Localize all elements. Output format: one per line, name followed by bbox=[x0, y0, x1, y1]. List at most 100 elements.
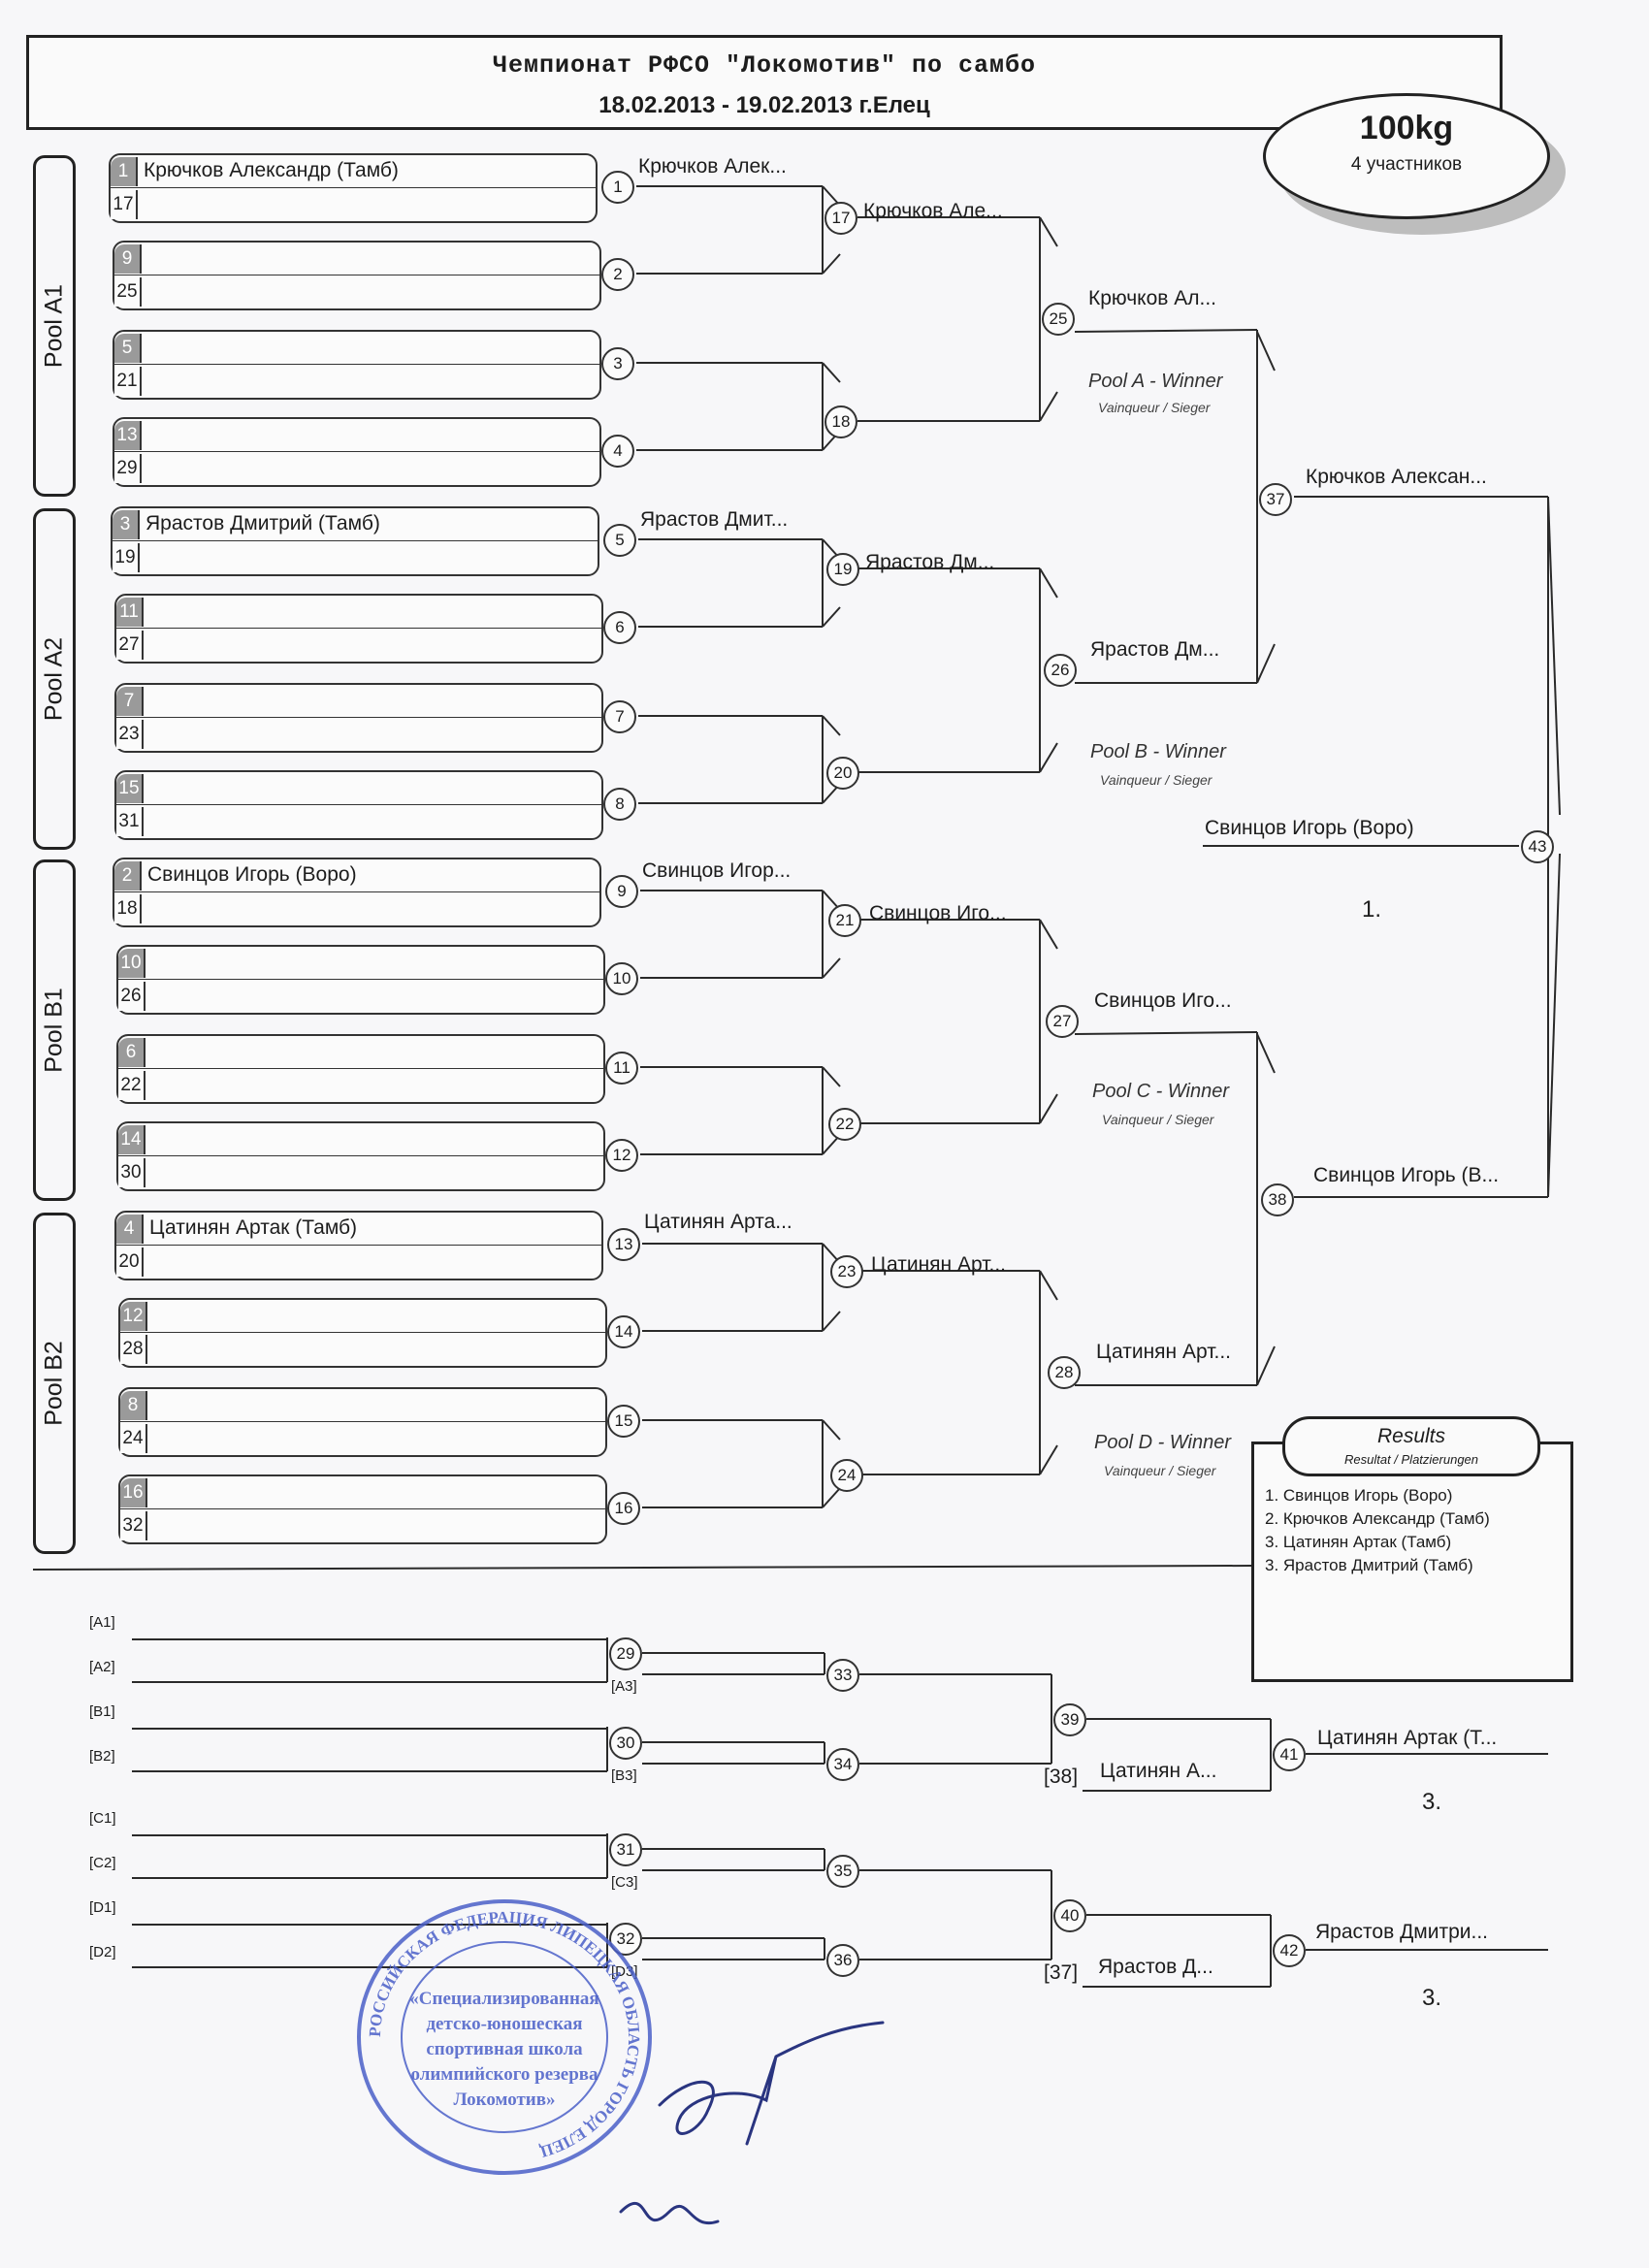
r3-winner-28: Цатинян Арт... bbox=[1096, 1341, 1231, 1363]
participant-count: 4 участников bbox=[1350, 154, 1463, 175]
result-item: 3. Ярастов Дмитрий (Тамб) bbox=[1265, 1556, 1473, 1574]
draw-number: 20 bbox=[116, 1247, 144, 1277]
slot-divider bbox=[118, 979, 603, 980]
match-number-circle: 2 bbox=[601, 258, 634, 291]
match-number-circle: 23 bbox=[830, 1255, 863, 1288]
draw-number: 31 bbox=[116, 807, 144, 836]
r3-winner-25: Крючков Ал... bbox=[1088, 287, 1216, 309]
slot-divider bbox=[120, 1508, 605, 1509]
draw-number: 17 bbox=[111, 190, 138, 219]
match-number-circle: 40 bbox=[1053, 1899, 1086, 1932]
bracket-connector bbox=[822, 253, 841, 275]
r1-winner-5: Ярастов Дмит... bbox=[640, 508, 789, 531]
r1-winner-9: Свинцов Игор... bbox=[642, 859, 792, 882]
match-number-circle: 5 bbox=[603, 524, 636, 557]
slot-divider bbox=[118, 1155, 603, 1156]
pool-d-winner-sub: Vainqueur / Sieger bbox=[1104, 1463, 1216, 1478]
stamp-line: спортивная школа bbox=[426, 2039, 583, 2059]
rep-ref-38: [38] bbox=[1044, 1766, 1079, 1788]
bracket-connector bbox=[822, 362, 841, 383]
match-number-circle: 41 bbox=[1273, 1738, 1306, 1771]
slot-divider bbox=[116, 804, 601, 805]
r1-winner-1: Крючков Алек... bbox=[638, 155, 787, 178]
bracket-connector bbox=[1039, 1444, 1058, 1475]
bracket-connector bbox=[822, 957, 841, 979]
draw-number: 24 bbox=[120, 1424, 147, 1453]
slot-divider bbox=[116, 628, 601, 629]
bronze-winner-42: Ярастов Дмитри... bbox=[1315, 1921, 1488, 1943]
seed-number: 6 bbox=[118, 1038, 146, 1067]
match-number-circle: 30 bbox=[609, 1727, 642, 1760]
rep-small-b3: [B3] bbox=[611, 1767, 637, 1784]
bracket-connector bbox=[1039, 1093, 1058, 1124]
slot-divider bbox=[120, 1421, 605, 1422]
match-number-circle: 6 bbox=[603, 611, 636, 644]
seed-number: 3 bbox=[113, 510, 140, 539]
match-number-circle: 9 bbox=[605, 875, 638, 908]
bracket-connector bbox=[822, 606, 841, 628]
pool-b-winner-sub: Vainqueur / Sieger bbox=[1100, 772, 1212, 788]
match-number-circle: 37 bbox=[1259, 483, 1292, 516]
bracket-connector bbox=[822, 1066, 841, 1087]
seed-number: 7 bbox=[116, 687, 144, 716]
semi-winner-38: Свинцов Игорь (В... bbox=[1313, 1164, 1500, 1186]
match-number-circle: 10 bbox=[605, 962, 638, 995]
draw-number: 32 bbox=[120, 1511, 147, 1540]
pool-tab-a1: Pool A1 bbox=[33, 155, 76, 497]
match-number-circle: 22 bbox=[828, 1108, 861, 1141]
match-number-circle: 34 bbox=[826, 1748, 859, 1781]
bracket-connector bbox=[1039, 742, 1058, 773]
rep-label-c1: [C1] bbox=[89, 1810, 116, 1827]
bracket-connector bbox=[822, 1487, 841, 1508]
bracket-connector bbox=[32, 1565, 1252, 1571]
draw-number: 22 bbox=[118, 1071, 146, 1100]
seed-number: 11 bbox=[116, 598, 144, 627]
bronze-winner-41: Цатинян Артак (Т... bbox=[1317, 1727, 1498, 1749]
header-box: Чемпионат РФСО "Локомотив" по самбо 18.0… bbox=[26, 35, 1503, 130]
match-number-circle: 3 bbox=[601, 347, 634, 380]
slot-divider bbox=[118, 1068, 603, 1069]
match-number-circle: 12 bbox=[605, 1139, 638, 1172]
signature bbox=[619, 2021, 885, 2225]
rep-label-b2: [B2] bbox=[89, 1748, 115, 1765]
match-number-circle: 16 bbox=[607, 1492, 640, 1525]
slot-divider bbox=[116, 1245, 601, 1246]
slot-divider bbox=[113, 540, 598, 541]
seed-number: 15 bbox=[116, 774, 144, 803]
match-number-circle: 14 bbox=[607, 1315, 640, 1348]
bracket-connector bbox=[1039, 391, 1058, 422]
draw-number: 18 bbox=[114, 894, 142, 923]
draw-number: 27 bbox=[116, 631, 144, 660]
match-number-circle: 18 bbox=[824, 405, 857, 438]
match-number-circle: 13 bbox=[607, 1228, 640, 1261]
draw-number: 28 bbox=[120, 1335, 147, 1364]
results-subtitle: Resultat / Platzierungen bbox=[1343, 1452, 1479, 1467]
match-number-circle: 15 bbox=[607, 1405, 640, 1438]
athlete-name: Ярастов Дмитрий (Тамб) bbox=[146, 512, 380, 535]
match-number-circle: 21 bbox=[828, 904, 861, 937]
slot-divider bbox=[114, 891, 599, 892]
bracket-connector bbox=[1039, 1270, 1058, 1301]
bronze-place-marker: 3. bbox=[1422, 1985, 1442, 2011]
r3-winner-27: Свинцов Иго... bbox=[1094, 989, 1232, 1012]
r3-winner-26: Ярастов Дм... bbox=[1090, 638, 1220, 661]
seed-number: 5 bbox=[114, 334, 142, 363]
match-number-circle: 43 bbox=[1521, 830, 1554, 863]
bracket-connector bbox=[1074, 329, 1258, 333]
rep-loser-40: Ярастов Д... bbox=[1098, 1956, 1213, 1978]
pool-tab-a2: Pool A2 bbox=[33, 508, 76, 850]
r1-winner-13: Цатинян Арта... bbox=[644, 1211, 792, 1233]
result-item: 3. Цатинян Артак (Тамб) bbox=[1265, 1533, 1452, 1551]
match-number-circle: 25 bbox=[1042, 303, 1075, 336]
semi-winner-37: Крючков Алексан... bbox=[1306, 466, 1487, 488]
bronze-place-marker: 3. bbox=[1422, 1789, 1442, 1815]
r2-winner-19: Ярастов Дм... bbox=[865, 551, 995, 573]
stamp-line: Локомотив» bbox=[453, 2090, 555, 2110]
match-number-circle: 31 bbox=[609, 1833, 642, 1866]
